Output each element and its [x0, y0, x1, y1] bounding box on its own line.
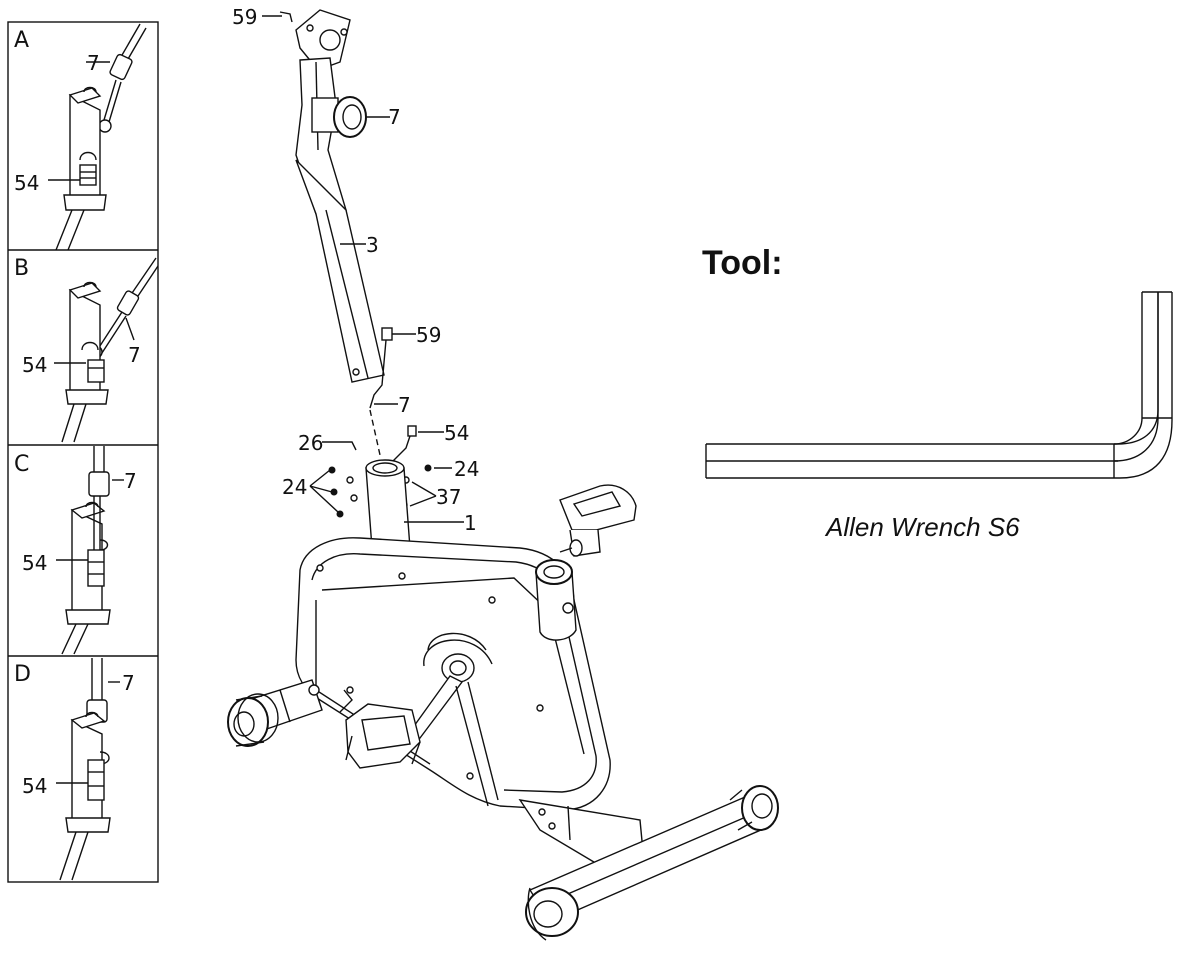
panel-d: D 7 54: [14, 658, 135, 881]
main-frame-tube: 1: [365, 459, 477, 555]
left-pedal: [339, 686, 421, 769]
callout-54: 54: [14, 171, 39, 195]
panel-b: B 54 7: [14, 256, 159, 443]
allen-wrench-icon: [705, 291, 1173, 479]
bike-drawing: 7 59 3 59 7 26 54: [227, 5, 779, 941]
callout-54: 54: [444, 421, 469, 445]
callout-54: 54: [22, 774, 47, 798]
callout-24: 24: [282, 475, 307, 499]
callout-59: 59: [416, 323, 441, 347]
callout-37: 37: [436, 485, 461, 509]
callout-54: 54: [22, 551, 47, 575]
panel-letter: D: [14, 662, 31, 687]
handlebar-post: 7 59 3 59 7: [232, 5, 441, 456]
callout-7: 7: [388, 105, 401, 129]
panel-a: A 7 54: [14, 23, 147, 251]
callout-7: 7: [128, 343, 141, 367]
callout-7: 7: [398, 393, 411, 417]
panel-letter: B: [14, 256, 29, 281]
callout-24: 24: [454, 457, 479, 481]
callout-59: 59: [232, 5, 257, 29]
panel-c: C 7 54: [14, 446, 137, 655]
front-stabilizer: [227, 679, 323, 747]
rear-stabilizer: [518, 785, 779, 941]
tool-title: Tool:: [702, 244, 783, 282]
right-pedal: [535, 484, 637, 641]
callout-3: 3: [366, 233, 379, 257]
callout-54: 54: [22, 353, 47, 377]
callout-26: 26: [298, 431, 323, 455]
tool-section: Tool: Allen Wrench S6: [702, 244, 1173, 542]
fastener-parts: 26 54 24 24 37: [282, 421, 479, 518]
panel-letter: A: [14, 28, 29, 53]
callout-7: 7: [122, 671, 135, 695]
flywheel-housing: [295, 537, 611, 811]
callout-1: 1: [464, 511, 477, 535]
tool-caption: Allen Wrench S6: [824, 512, 1020, 542]
callout-7: 7: [124, 469, 137, 493]
detail-panels: A 7 54 B: [7, 21, 159, 883]
panel-frame: [7, 21, 159, 883]
callout-7: 7: [87, 51, 100, 75]
panel-letter: C: [14, 452, 29, 477]
